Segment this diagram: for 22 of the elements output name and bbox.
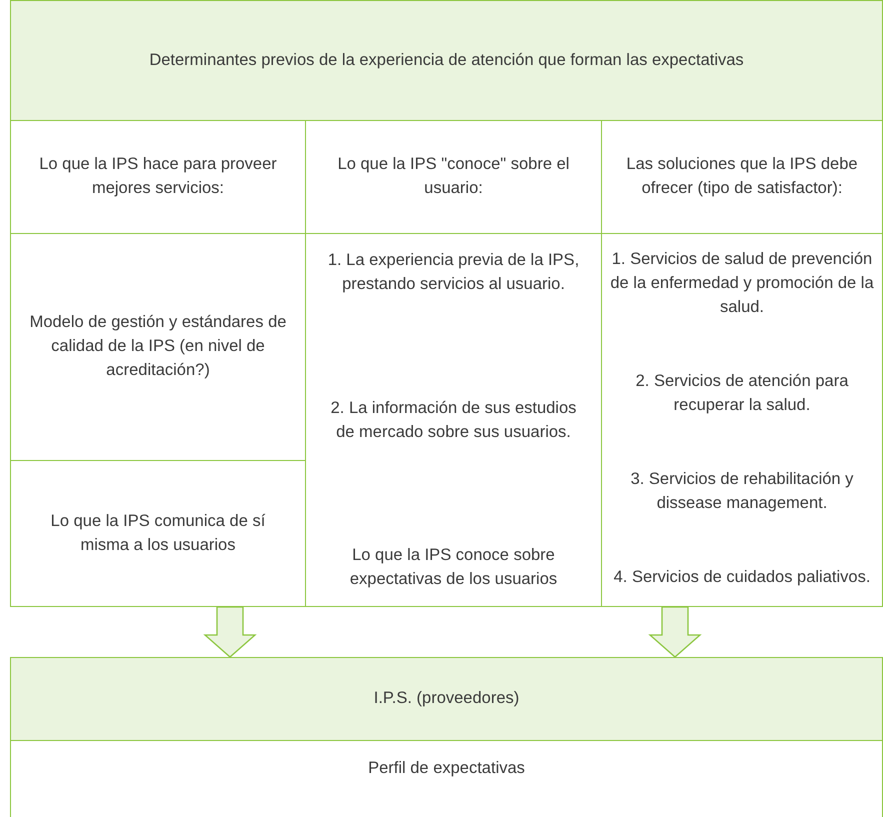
profile-box: [10, 740, 883, 817]
cell-text: Lo que la IPS conoce sobre expectativas de los usuarios: [348, 545, 558, 590]
cell-text: Perfil de expectativas: [368, 758, 525, 779]
cell-text: Lo que la IPS comunica de sí misma a los usuarios: [50, 510, 266, 556]
header-band: [10, 0, 883, 121]
cell-text: 1. Servicios de salud de prevención de la enfermedad y promoción de la salud.: [610, 249, 874, 318]
cell-text: Las soluciones que la IPS debe ofrecer (tipo de satisfactor):: [625, 154, 859, 199]
cell-text: Lo que la IPS hace para proveer mejores servicios:: [38, 154, 278, 199]
cell-text: 3. Servicios de rehabilitación y dissease management.: [630, 469, 854, 514]
cell-text: 4. Servicios de cuidados paliativos.: [614, 567, 870, 588]
table-cell: [601, 233, 883, 607]
provider-band: [10, 657, 883, 741]
cell-text: Determinantes previos de la experiencia de atención que forman las expectativas: [149, 50, 744, 71]
table-cell: [10, 460, 306, 607]
cell-text: 1. La experiencia previa de la IPS, prestando servicios al usuario.: [326, 250, 580, 295]
cell-text: I.P.S. (proveedores): [374, 688, 520, 710]
cell-text: 2. Servicios de atención para recuperar la salud.: [634, 370, 850, 416]
arrow: [648, 606, 702, 658]
cell-text: Modelo de gestión y estándares de calidad de la IPS (en nivel de acreditación?): [28, 312, 288, 381]
cell-text: Lo que la IPS "conoce" sobre el usuario:: [336, 154, 570, 199]
arrow: [203, 606, 257, 658]
cell-text: 2. La información de sus estudios de mercado sobre sus usuarios.: [330, 398, 578, 442]
